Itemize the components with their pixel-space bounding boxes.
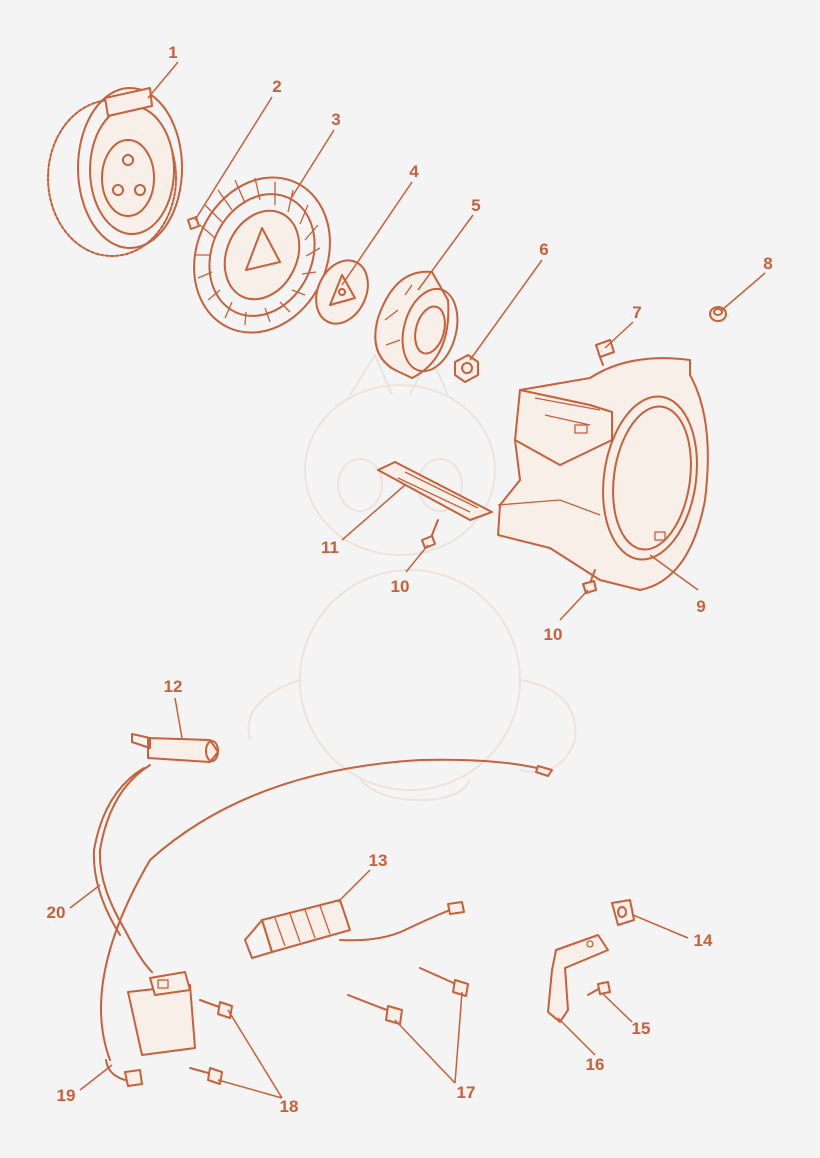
callout-9: 9 xyxy=(696,597,705,616)
callout-5: 5 xyxy=(471,196,480,215)
leader-lines xyxy=(69,61,766,1099)
part-15-screw xyxy=(587,981,611,996)
part-18-bolt-b xyxy=(189,1067,223,1085)
callout-11: 11 xyxy=(321,538,339,557)
callout-14: 14 xyxy=(694,931,713,950)
callout-18: 18 xyxy=(280,1097,299,1116)
callout-7: 7 xyxy=(632,303,641,322)
part-17-bolt-a xyxy=(347,994,403,1025)
part-3-fan xyxy=(193,176,331,334)
part-13-charging-coil xyxy=(244,899,465,959)
callout-2: 2 xyxy=(272,77,281,96)
part-11-baffle xyxy=(377,461,493,521)
part-7-clip xyxy=(595,339,615,366)
part-14-square-nut xyxy=(611,899,635,926)
part-6-nut xyxy=(454,354,479,383)
callout-20: 20 xyxy=(47,903,66,922)
part-9-blower-housing xyxy=(497,357,709,591)
callout-1: 1 xyxy=(168,43,177,62)
callout-13: 13 xyxy=(369,851,388,870)
callout-12: 12 xyxy=(164,677,183,696)
part-10-screw-a xyxy=(421,519,439,549)
callout-6: 6 xyxy=(539,240,548,259)
callout-4: 4 xyxy=(409,162,419,181)
callout-10-lower: 10 xyxy=(544,625,563,644)
callout-15: 15 xyxy=(632,1019,651,1038)
part-12-spark-plug-boot xyxy=(131,733,219,763)
part-19-ground-wire xyxy=(105,1059,143,1087)
callout-3: 3 xyxy=(331,110,340,129)
part-5-starter-cup xyxy=(374,270,459,379)
part-1-flywheel xyxy=(47,87,183,257)
callout-16: 16 xyxy=(586,1055,605,1074)
callout-17: 17 xyxy=(457,1083,476,1102)
callout-10-upper: 10 xyxy=(391,577,410,596)
part-20-ignition-lead xyxy=(92,758,553,1061)
part-18-bolt-a xyxy=(199,999,233,1019)
ignition-module xyxy=(127,971,196,1056)
part-10-screw-b xyxy=(582,569,597,594)
part-4-plate xyxy=(315,259,369,325)
part-17-bolt-b xyxy=(419,967,469,997)
callout-labels: 1 2 3 4 5 6 7 8 9 10 10 11 12 13 14 15 1… xyxy=(47,43,773,1116)
part-8-grommet xyxy=(709,306,727,322)
callout-8: 8 xyxy=(763,254,772,273)
part-16-bracket xyxy=(547,934,609,1023)
callout-19: 19 xyxy=(57,1086,76,1105)
part-2-key xyxy=(187,216,200,230)
